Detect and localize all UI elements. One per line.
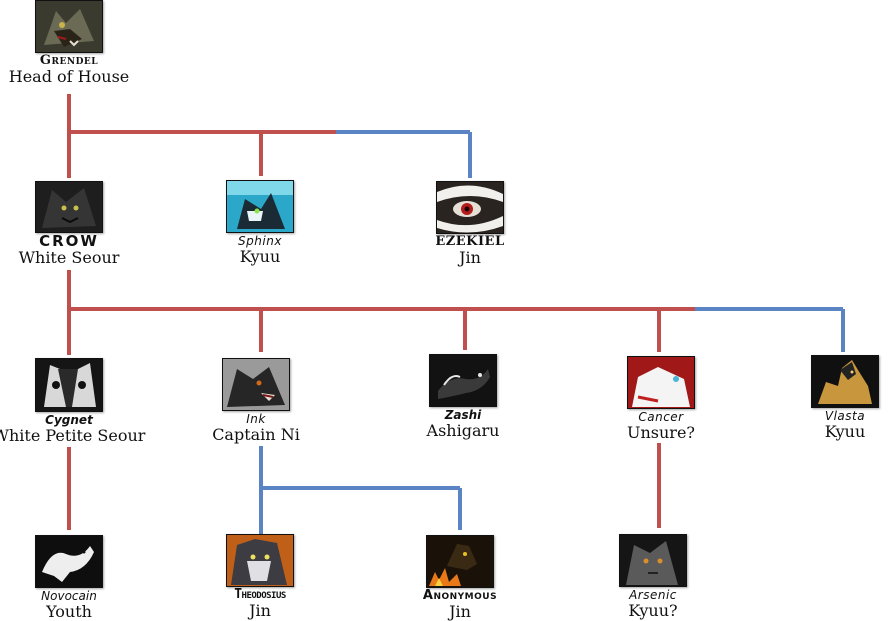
fire-wolf-portrait-icon [426, 535, 494, 588]
black-wolf-portrait-icon [35, 181, 103, 233]
member-name: CROW [39, 232, 99, 250]
white-pup-portrait-icon [35, 535, 103, 588]
blue-cat-portrait-icon [226, 180, 294, 233]
member-name: EZEKIEL [435, 234, 505, 249]
member-role: Youth [46, 602, 92, 621]
member-name: Grendel [39, 53, 99, 68]
member-name: Novocain [41, 589, 97, 603]
member-role: Unsure? [627, 423, 695, 442]
member-name: Theodosius [234, 587, 286, 602]
member-role: Kyuu [239, 247, 281, 266]
member-role: White Seour [18, 248, 120, 267]
white-wolf-portrait-icon [627, 356, 695, 409]
member-ezekiel[interactable]: EZEKIEL Jin [370, 181, 570, 266]
member-name: Cancer [638, 410, 684, 424]
member-arsenic[interactable]: Arsenic Kyuu? [553, 534, 753, 619]
member-name: Cygnet [45, 413, 93, 427]
grey-wolf-portrait-icon [619, 534, 687, 587]
shepherd-dog-portrait-icon [811, 355, 879, 408]
member-role: Kyuu [824, 422, 866, 441]
member-role: Jin [449, 602, 471, 621]
member-ink[interactable]: Ink Captain Ni [156, 358, 356, 443]
member-sphinx[interactable]: Sphinx Kyuu [160, 180, 360, 265]
member-role: Kyuu? [628, 601, 678, 620]
white-skull-wolf-portrait-icon [35, 358, 103, 412]
member-role: Ashigaru [426, 421, 500, 440]
member-name: Ink [246, 412, 266, 426]
member-role: White Petite Seour [0, 426, 146, 445]
member-cygnet[interactable]: Cygnet White Petite Seour [0, 358, 169, 444]
member-role: Head of House [8, 67, 130, 86]
member-name: Arsenic [629, 588, 677, 602]
member-name: Zashi [444, 408, 482, 422]
member-zashi[interactable]: Zashi Ashigaru [363, 354, 563, 439]
black-wolf-lying-portrait-icon [429, 354, 497, 407]
member-cancer[interactable]: Cancer Unsure? [561, 356, 761, 441]
member-vlasta[interactable]: Vlasta Kyuu [745, 355, 895, 440]
red-eye-portrait-icon [436, 181, 504, 234]
dark-wolf-portrait-icon [35, 0, 103, 53]
member-role: Jin [459, 248, 481, 267]
member-theodosius[interactable]: Theodosius Jin [160, 534, 360, 619]
member-role: Captain Ni [212, 425, 300, 444]
member-name: Anonymous [422, 588, 498, 603]
member-name: Vlasta [824, 409, 866, 423]
snarling-wolf-portrait-icon [222, 358, 290, 411]
member-novocain[interactable]: Novocain Youth [0, 535, 169, 620]
member-name: Sphinx [238, 234, 282, 248]
member-crow[interactable]: CROW White Seour [0, 181, 169, 266]
grey-cat-portrait-icon [226, 534, 294, 587]
member-role: Jin [249, 601, 271, 620]
member-grendel[interactable]: Grendel Head of House [0, 0, 169, 85]
member-anonymous[interactable]: Anonymous Jin [360, 535, 560, 620]
